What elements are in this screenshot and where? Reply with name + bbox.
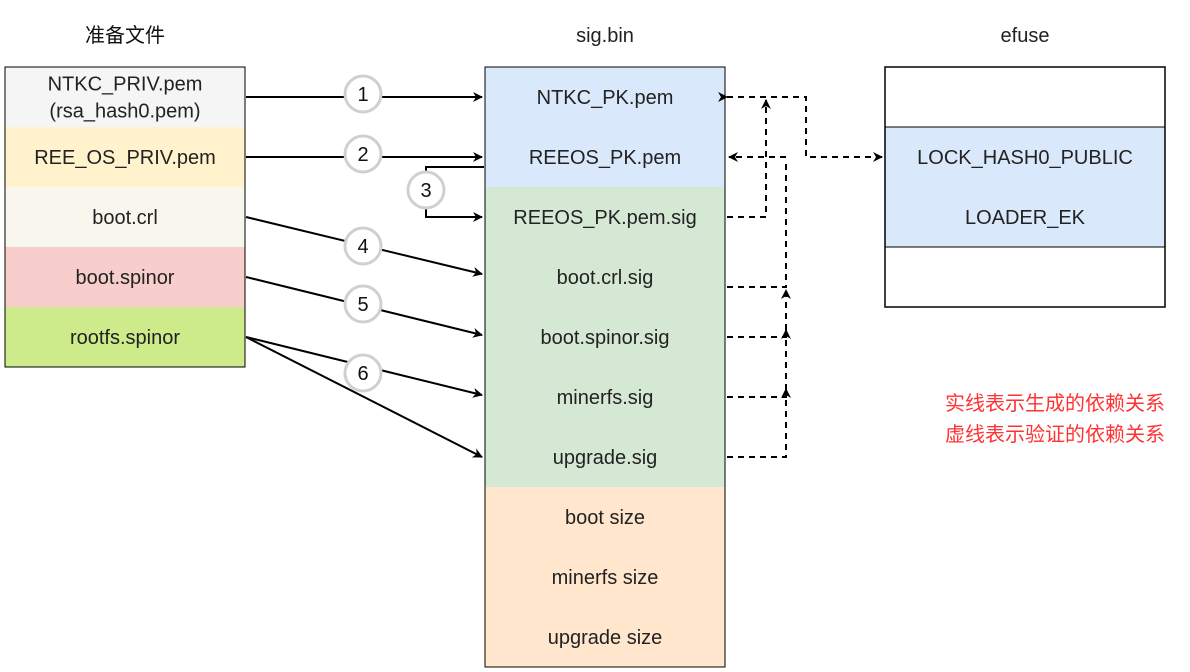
efuse-border (884, 66, 1166, 308)
sig-bin-label: upgrade size (548, 627, 663, 649)
prepared-files-title: 准备文件 (85, 23, 165, 47)
sig-bin-cell (485, 487, 725, 547)
verify-upgrade-sig (727, 388, 791, 458)
verify-boot-crl-sig (727, 160, 787, 288)
sig-bin-label: boot.spinor.sig (541, 327, 670, 349)
efuse-cell (885, 247, 1165, 307)
sig-bin-label: REEOS_PK.pem.sig (513, 207, 696, 229)
sig-bin-label: NTKC_PK.pem (537, 87, 674, 109)
sig-bin-label: minerfs size (552, 567, 659, 589)
efuse-cell (885, 127, 1165, 187)
sig-bin-cell (485, 427, 725, 487)
verify-reeos-sig (727, 99, 771, 218)
sig-bin-cell (485, 307, 725, 367)
prepared-files-border (4, 66, 246, 368)
sig-bin-label: upgrade.sig (553, 447, 658, 469)
prepared-file-cell (5, 247, 245, 307)
step-number: 1 (357, 84, 368, 106)
prepared-file-label: boot.spinor (76, 267, 175, 289)
step-circle-5 (343, 284, 383, 324)
step-number: 4 (357, 236, 368, 258)
prepared-file-label: NTKC_PRIV.pem (48, 74, 203, 96)
efuse-cell (885, 67, 1165, 127)
prepared-file-label: boot.crl (92, 207, 158, 229)
sig-bin-cell (485, 367, 725, 427)
legend-dashed-line: 虚线表示验证的依赖关系 (945, 422, 1165, 446)
efuse-label: LOCK_HASH0_PUBLIC (917, 147, 1133, 169)
prepared-files-column: NTKC_PRIV.pem (rsa_hash0.pem) REE_OS_PRIV.… (4, 66, 246, 368)
prepared-file-label: REE_OS_PRIV.pem (34, 147, 216, 169)
step-circles: 1 2 3 4 5 6 (343, 74, 446, 393)
sig-bin-cell (485, 547, 725, 607)
sig-bin-cell (485, 67, 725, 127)
efuse-cell (885, 187, 1165, 247)
prepared-file-label: rootfs.spinor (70, 327, 180, 349)
step-number: 6 (357, 363, 368, 385)
step-circle-6 (343, 353, 383, 393)
sig-bin-label: boot size (565, 507, 645, 529)
verification-arrows (718, 92, 883, 458)
prepared-file-label: (rsa_hash0.pem) (49, 101, 200, 123)
step-circle-1 (343, 74, 383, 114)
sig-bin-label: REEOS_PK.pem (529, 147, 681, 169)
efuse-label: LOADER_EK (965, 207, 1086, 229)
step-circle-3 (406, 170, 446, 210)
sig-bin-cell (485, 127, 725, 187)
verify-ntkc-to-efuse (718, 92, 883, 162)
efuse-title: efuse (1001, 25, 1050, 47)
verify-minerfs-sig (727, 329, 791, 398)
step-number: 2 (357, 144, 368, 166)
step-circle-4 (343, 226, 383, 266)
prepared-file-cell (5, 67, 245, 127)
verify-spinor-sig (727, 289, 791, 338)
sig-bin-cell (485, 187, 725, 247)
efuse-column: LOCK_HASH0_PUBLIC LOADER_EK (884, 66, 1166, 308)
step-number: 3 (420, 180, 431, 202)
sig-bin-label: minerfs.sig (557, 387, 654, 409)
step-number: 5 (357, 294, 368, 316)
arrow-6b (245, 336, 483, 458)
sig-bin-cell (485, 607, 725, 667)
prepared-file-cell (5, 127, 245, 187)
prepared-file-cell (5, 187, 245, 247)
sig-bin-cell (485, 247, 725, 307)
prepared-file-cell (5, 307, 245, 367)
sig-bin-title: sig.bin (576, 25, 634, 47)
sig-bin-column: NTKC_PK.pemREEOS_PK.pemREEOS_PK.pem.sigb… (484, 66, 726, 668)
sig-bin-border (484, 66, 726, 668)
legend-solid-line: 实线表示生成的依赖关系 (945, 391, 1165, 415)
sig-bin-label: boot.crl.sig (557, 267, 654, 289)
step-circle-2 (343, 134, 383, 174)
